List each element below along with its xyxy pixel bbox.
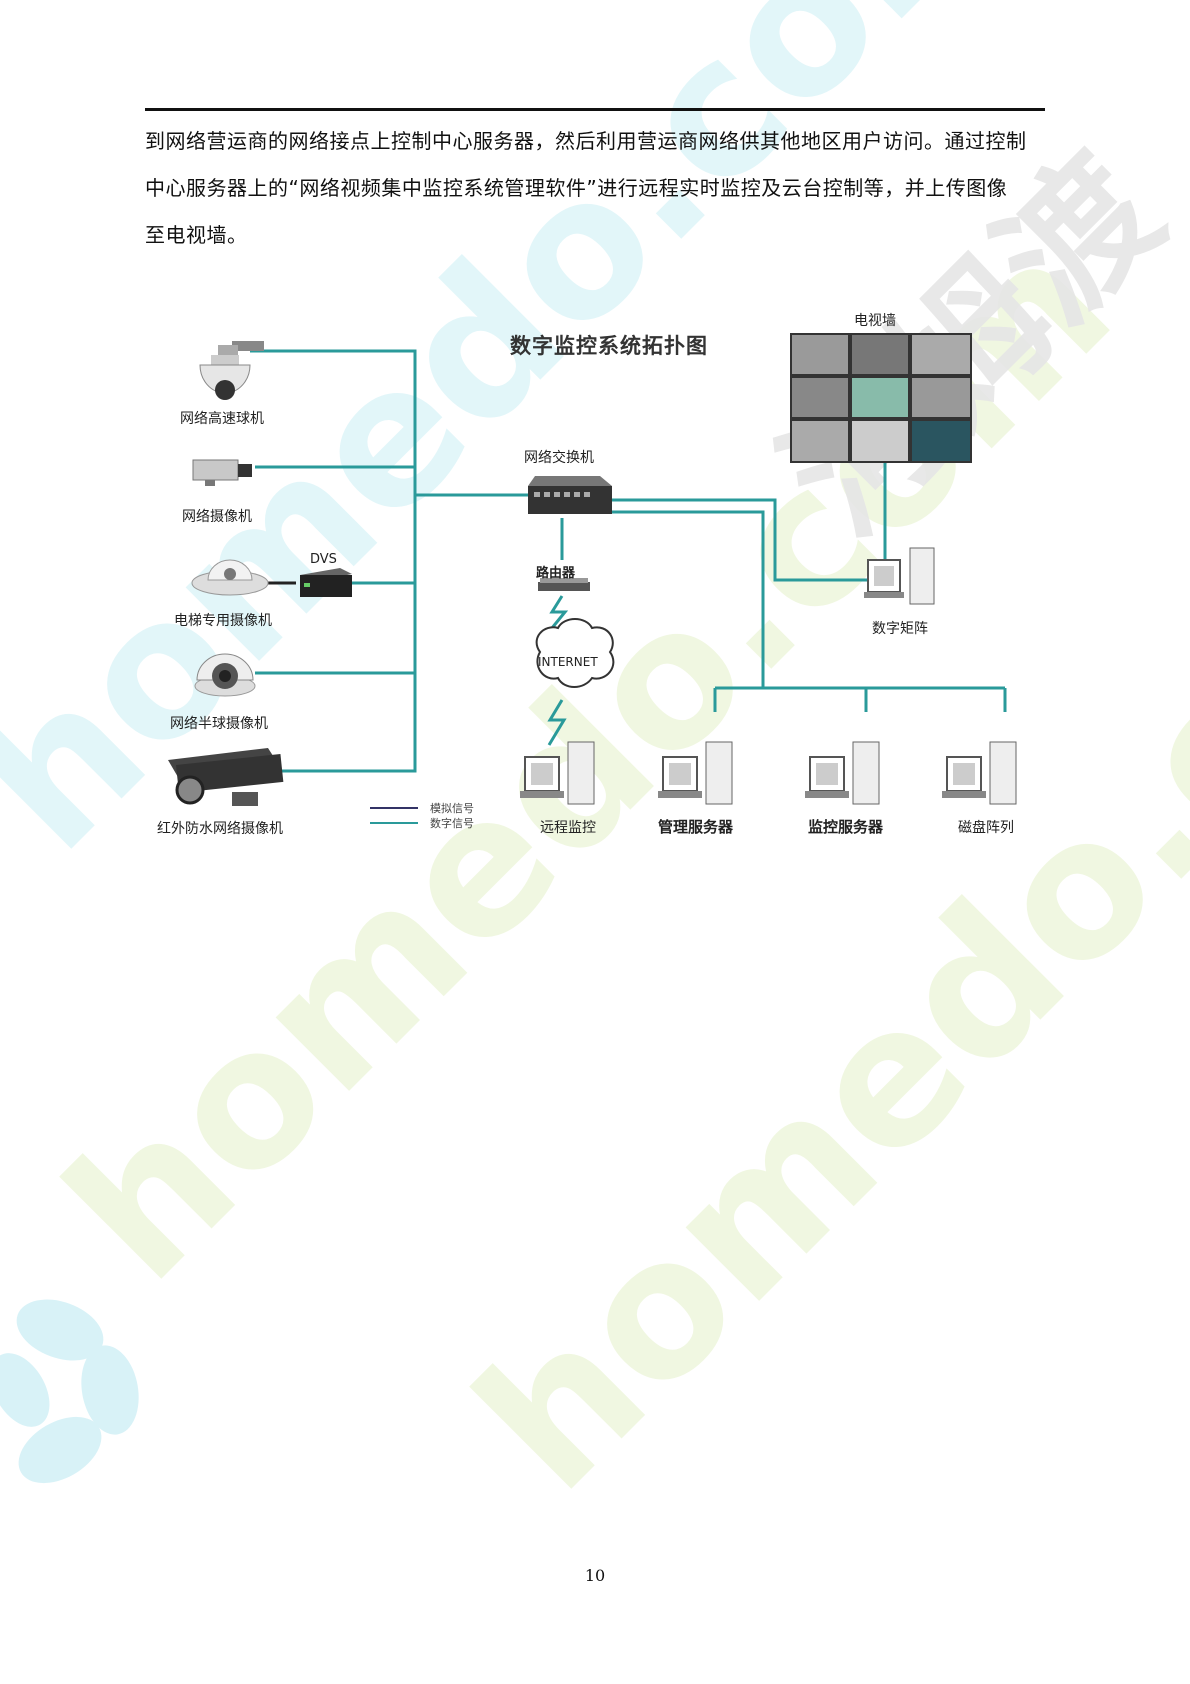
camera-label: 红外防水网络摄像机 xyxy=(157,821,283,837)
legend-digital-label: 数字信号 xyxy=(430,817,474,830)
terminal-management-server xyxy=(658,741,733,805)
terminal-monitoring-server xyxy=(805,741,880,805)
legend-analog-label: 模拟信号 xyxy=(430,802,474,815)
matrix-label: 数字矩阵 xyxy=(872,621,928,637)
internet-cloud xyxy=(535,618,615,688)
terminal-label: 远程监控 xyxy=(540,820,596,836)
diagram-title: 数字监控系统拓扑图 xyxy=(510,334,708,358)
internet-label: INTERNET xyxy=(538,655,598,669)
box-camera xyxy=(192,459,252,486)
paragraph-line: 到网络营运商的网络接点上控制中心服务器，然后利用营运商网络供其他地区用户访问。通… xyxy=(145,129,1027,153)
router-device xyxy=(538,578,590,591)
terminal-label: 监控服务器 xyxy=(808,818,884,836)
digital-lines xyxy=(250,349,1007,773)
camera-label: 电梯专用摄像机 xyxy=(174,613,272,629)
tv-wall-label: 电视墙 xyxy=(854,313,896,329)
terminal-disk-array xyxy=(942,741,1017,805)
body-paragraph: 到网络营运商的网络接点上控制中心服务器，然后利用营运商网络供其他地区用户访问。通… xyxy=(145,118,1045,259)
terminal-label: 磁盘阵列 xyxy=(958,820,1014,836)
page-number: 10 xyxy=(584,1566,606,1585)
camera-label: 网络半球摄像机 xyxy=(170,716,268,732)
header-rule xyxy=(145,108,1045,111)
paragraph-line: 中心服务器上的“网络视频集中监控系统管理软件”进行远程实时监控及云台控制等，并上… xyxy=(145,176,1008,200)
speed-dome-camera xyxy=(199,341,264,400)
mini-dome-camera xyxy=(194,653,256,697)
tv-wall xyxy=(790,333,972,463)
dvs-device xyxy=(300,568,352,597)
elevator-camera xyxy=(191,559,269,596)
ir-bullet-camera xyxy=(168,748,284,806)
camera-label: 网络摄像机 xyxy=(182,509,252,525)
paragraph-line: 至电视墙。 xyxy=(145,223,248,247)
matrix-workstation xyxy=(864,547,935,605)
router-label: 路由器 xyxy=(536,566,576,581)
camera-label: 网络高速球机 xyxy=(180,411,264,427)
dvs-label: DVS xyxy=(310,552,337,567)
terminal-remote-monitor xyxy=(520,741,595,805)
wireless-links xyxy=(547,595,569,746)
terminal-label: 管理服务器 xyxy=(658,818,734,836)
legend xyxy=(370,807,418,824)
switch-label: 网络交换机 xyxy=(524,450,594,466)
network-switch-device xyxy=(528,476,612,514)
